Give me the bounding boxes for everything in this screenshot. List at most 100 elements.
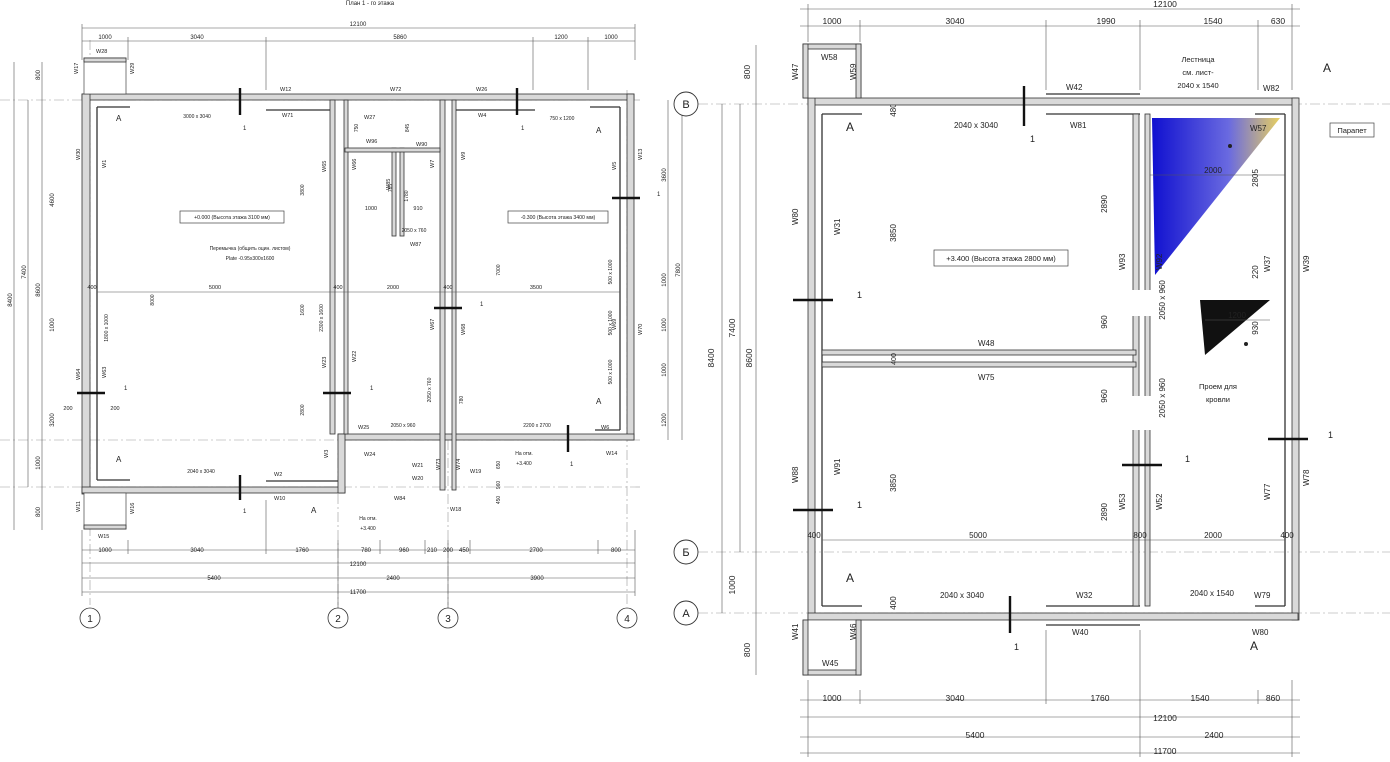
- plan2-wall-18: W53: [1118, 493, 1127, 510]
- plan1-wall-29: W22: [352, 351, 358, 362]
- plan1-left-dim-4: 1000: [50, 318, 56, 332]
- plan1-cut-label-5: 1: [124, 386, 128, 392]
- plan1-to-second-1: На отм.: [359, 516, 377, 522]
- plan1-bottom-row2-1: 5400: [207, 576, 221, 582]
- plan1-wall-39: W20: [412, 476, 423, 482]
- plan2-bottom-total-1: 12100: [1153, 713, 1177, 723]
- plan1-opening-8: 2200 x 2700: [523, 423, 551, 429]
- plan1-wall-43: W18: [450, 507, 461, 513]
- plan2-inner-dim-11: 2000: [1204, 531, 1222, 540]
- plan2-cut-label-2: 1: [857, 290, 862, 300]
- plan2-bottom-dim-1: 1000: [823, 693, 842, 703]
- plan1-right-dim-3: 1000: [662, 318, 668, 332]
- plan1-level-left: +0.000 (Высота этажа 3100 мм): [194, 215, 270, 221]
- plan1-wall-10: W96: [366, 139, 377, 145]
- plan2-inner-dim-12: 400: [889, 596, 898, 610]
- plan2-top-dim-3: 1990: [1097, 16, 1116, 26]
- plan1-axis-4: 4: [624, 614, 630, 625]
- plan1-opening-9: 2040 x 3040: [187, 469, 215, 475]
- plan1-cut-label-2: 1: [521, 126, 525, 132]
- plan1-room-a-4: A: [116, 455, 122, 464]
- plan1-left-dim-5: 3200: [50, 413, 56, 427]
- plan1-title: План 1 - го этажа: [346, 1, 395, 7]
- plan1-wall-9: W4: [478, 113, 486, 119]
- plan2-wall-13: W39: [1302, 255, 1311, 272]
- plan1-wall-33: W6: [601, 425, 609, 431]
- plan2-cut-label-1: 1: [1030, 134, 1035, 144]
- plan2-left-total-3: 8600: [744, 348, 754, 367]
- plan1-wall-40: W73: [436, 459, 442, 470]
- plan2-opening-2: 2050 x 960: [1158, 280, 1167, 320]
- plan1-wall-41: W74: [456, 459, 462, 470]
- plan1-wall-22: W67: [430, 319, 436, 330]
- plan2-left-dim-4: 800: [742, 643, 752, 657]
- plan1-inner-dim-3: 2000: [387, 285, 399, 291]
- plan1-bottom-dim-9: 2700: [529, 548, 543, 554]
- plan1-wall-23: W68: [461, 324, 467, 335]
- stair-opening-marker: [1152, 118, 1280, 275]
- plan2-wall-23: W79: [1254, 591, 1271, 600]
- plan1-wall-11: W90: [416, 142, 427, 148]
- plan1-wall-16: W7: [430, 160, 436, 168]
- plan2-wall-7: W57: [1250, 124, 1267, 133]
- plan2-inner-dim-3: 2890: [1100, 195, 1109, 213]
- plan1-opening-4: 2300 x 1600: [319, 304, 325, 332]
- plan1-wall-18: W5: [612, 162, 618, 170]
- plan1-cut-label-1: 1: [243, 126, 247, 132]
- plan1-left-total-1: 8400: [8, 293, 14, 307]
- plan1-wall-32: W3: [324, 450, 330, 458]
- plan2-axis-b: Б: [682, 547, 689, 559]
- plan1-inner-dim-17: 7000: [496, 264, 502, 275]
- plan2-axis-a: А: [682, 608, 690, 620]
- plan1-wall-37: W84: [394, 496, 405, 502]
- plan2-wall-24: W40: [1072, 628, 1089, 637]
- plan1-wall-1: W28: [96, 49, 107, 55]
- plan1-opening-12: 500 x 1000: [608, 359, 614, 384]
- plan2-wall-12: W37: [1263, 255, 1272, 272]
- plan2-wall-26: W41: [791, 623, 800, 640]
- plan2-left-dim-3: 1000: [727, 575, 737, 594]
- plan1-inner-dim-11: 785: [388, 184, 394, 193]
- plan1-inner-dim-1: 5000: [209, 285, 221, 291]
- plan1-right-dim-2: 1000: [662, 273, 668, 287]
- plan1-level-right: -0.300 (Высота этажа 3400 мм): [521, 215, 596, 221]
- plan2-inner-dim-9: 400: [1280, 531, 1294, 540]
- plan1-bottom-total-1: 12100: [350, 562, 367, 568]
- plan2-stair-2: см. лист-: [1182, 68, 1214, 77]
- plan1-top-dim-1: 1000: [98, 35, 112, 41]
- plan2-cut-label-4: 1: [1185, 454, 1190, 464]
- plan1-inner-dim-9: 750: [354, 124, 360, 133]
- plan1-wall-4: W12: [280, 87, 291, 93]
- plan1-inner-dim-4: 400: [443, 285, 452, 291]
- plan1-wall-7: W71: [282, 113, 293, 119]
- plan1-opening-1: 3000 x 3040: [183, 114, 211, 120]
- plan1-bottom-dim-5: 960: [399, 548, 410, 554]
- plan2-top-dim-5: 630: [1271, 16, 1285, 26]
- plan2-axis-v: В: [682, 99, 689, 111]
- plan2-wall-1: W58: [821, 53, 838, 62]
- plan1-lintel-note-1: Перемычка (общить оцин. листом): [210, 246, 291, 252]
- plan1-left-dim-7: 800: [36, 506, 42, 517]
- plan1-right-dim-4: 1000: [662, 363, 668, 377]
- plan2-bottom-total-2: 11700: [1153, 746, 1176, 756]
- plan2-top-dim-4: 1540: [1204, 16, 1223, 26]
- plan1-inner-dim-16: 2000: [403, 288, 404, 289]
- plan2-wall-5: W82: [1263, 84, 1280, 93]
- plan1-wall-19: W13: [638, 149, 644, 160]
- plan2-bottom-dim-5: 860: [1266, 693, 1280, 703]
- plan2-wall-21: W78: [1302, 469, 1311, 486]
- plan1-room-a-5: A: [311, 506, 317, 515]
- plan2-roof-1: Проем для: [1199, 382, 1237, 391]
- plan1-inner-dim-23: 450: [496, 496, 502, 505]
- plan1-right-dim-5: 1200: [662, 413, 668, 427]
- plan1-bottom-dim-8: 450: [459, 548, 470, 554]
- plan1-top-dim-3: 5860: [393, 35, 407, 41]
- plan1-opening-3: 2050 x 760: [402, 228, 427, 234]
- plan1-to-second-b2: +3.400: [516, 461, 532, 467]
- plan1-wall-5: W72: [390, 87, 401, 93]
- plan2-room-a-4: A: [1250, 639, 1258, 653]
- plan1-wall-36: W10: [274, 496, 285, 502]
- plan1-opening-5: 1800 x 1000: [104, 314, 110, 342]
- plan1-inner-dim-15: 2800: [300, 404, 306, 415]
- plan1-inner-dim-6: 400: [87, 285, 96, 291]
